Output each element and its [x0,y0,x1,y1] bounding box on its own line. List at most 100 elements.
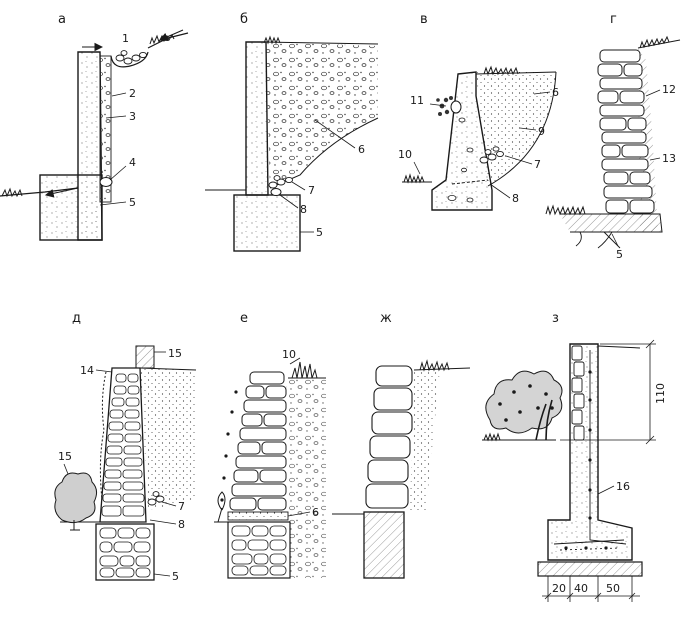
panel-g-leaders [611,89,661,247]
panel-z-leader-16 [597,485,615,495]
panel-d-label-15-shrub: 15 [58,450,72,463]
panel-b-label-7: 7 [308,184,315,197]
panel-v-ground-top [475,71,557,75]
panel-g-grass-front [545,204,586,216]
panel-a-arrow-outflow [44,187,79,198]
panel-z-tree-dots [498,384,554,422]
panel-v-drain-stones [479,146,504,164]
panel-zh-grass-top [419,359,450,372]
panel-a: а 1 2 3 4 5 [0,12,189,241]
panel-d-label-5: 5 [172,570,179,583]
panel-d-footing-stones [99,527,151,578]
panel-d-title: д [72,311,81,326]
panel-g-label-13: 13 [662,152,676,165]
panel-d-backfill [140,368,196,510]
panel-d-label-15-top: 15 [168,347,182,360]
panel-g-roots [575,231,621,249]
panel-z-base-slab [537,561,643,577]
panel-v-title: в [420,12,428,27]
panel-b-label-8: 8 [300,203,307,216]
panel-z-label-16: 16 [616,480,630,493]
panel-v-label-7: 7 [534,158,541,171]
panel-zh-stone-stack [365,365,413,509]
panel-e-backfill [286,378,326,578]
panel-e-grass-top [291,361,318,379]
panel-e-face-plants [220,390,238,502]
panel-d-cap-block [135,345,155,369]
panel-z-tree-canopy [485,370,563,434]
panel-zh: ж [332,311,471,579]
panel-v-label-10: 10 [398,148,412,161]
panel-z-base-label-40: 40 [574,582,588,595]
panel-d-label-7: 7 [178,500,185,513]
panel-v-wall-stones [447,117,474,203]
panel-d-shrub [54,472,98,524]
panel-b-leaders [279,119,356,233]
panel-b-title: б [240,12,248,27]
panel-e-title: е [240,311,248,326]
panel-v-wall [431,71,493,211]
panel-v-label-9: 9 [538,125,545,138]
panel-e-drain-band [227,511,289,521]
panel-d-label-14: 14 [80,364,94,377]
panel-d-wall-stones [101,373,145,517]
panel-a-arrow-slope [158,29,184,41]
panel-e-label-6: 6 [312,506,319,519]
panel-a-label-5: 5 [129,196,136,209]
panel-z: 110 20 40 50 16 з [482,311,667,602]
panel-a-label-1: 1 [122,32,129,45]
panel-zh-ground-top [413,367,471,371]
panel-d-vine [99,371,107,501]
panel-e-small-shrub [217,491,226,523]
panel-v-label-11: 11 [410,94,424,107]
panel-z-grass-front [483,432,501,442]
panel-v-grass-top [483,65,519,76]
panel-d-drain-stones [147,491,165,506]
panel-g-label-12: 12 [662,83,676,96]
panel-z-rebar-dots [564,370,608,550]
panel-z-ground-top [597,345,641,349]
panel-e-label-10: 10 [282,348,296,361]
panel-a-label-3: 3 [129,110,136,123]
panel-z-height-dimension [560,339,656,445]
panel-v-planting-pocket [450,100,462,114]
panel-z-base-dimension [542,576,640,602]
panel-b-drain-stones [268,175,293,189]
panel-v-grass-front [403,173,425,184]
panel-e-footing-stones [231,525,287,576]
panel-zh-footing [363,511,405,579]
panel-b-drain-pipe [270,188,282,196]
panel-v-weep-hole [451,179,489,185]
panel-d-leaders [63,351,177,577]
panel-zh-backfill [410,368,440,510]
panel-z-base-label-50: 50 [606,582,620,595]
panel-v: в 11 6 9 7 10 8 [398,12,559,211]
panel-b-wall [245,41,269,196]
panel-g: г 12 13 5 [545,12,681,261]
panel-v-label-8: 8 [512,192,519,205]
panel-a-label-2: 2 [129,87,136,100]
panel-a-title: а [58,12,66,27]
panel-g-dry-stone-wall [597,49,655,214]
panel-b-grass-top [263,35,281,45]
panel-g-base [560,213,663,233]
panel-d-shrub-stem [70,520,80,531]
panel-e: е 10 6 [214,311,326,579]
panel-a-gutter-stones [115,50,147,65]
panel-v-label-6: 6 [552,86,559,99]
panel-z-title: з [552,311,559,326]
panel-e-stone-wall [229,371,287,511]
panel-z-base-label-20: 20 [552,582,566,595]
panel-v-wedge-curve [487,71,557,187]
panel-z-rebar [553,350,627,551]
panel-e-leaders [287,357,311,517]
panel-z-tree-trunk [535,399,553,441]
panel-b-footing [233,194,301,252]
panel-z-cladding [571,345,585,441]
panel-a-drain-layer [99,55,112,203]
panel-g-title: г [610,12,617,27]
panel-v-leaders [413,91,551,199]
panel-a-leaders [99,92,127,206]
